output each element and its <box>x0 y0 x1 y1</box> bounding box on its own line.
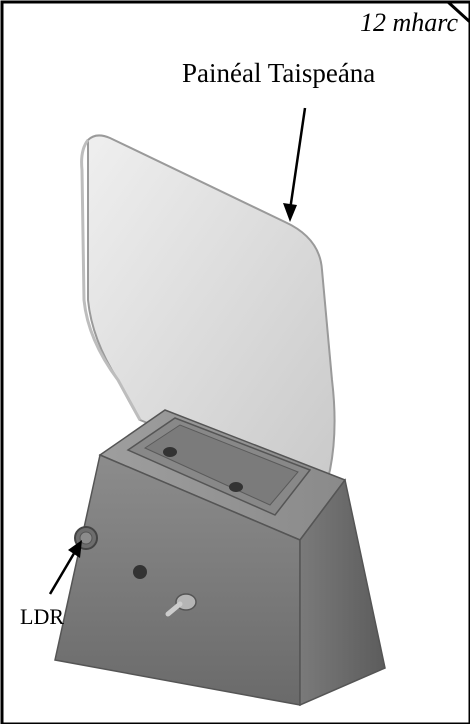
ldr-sensor-center <box>79 531 93 545</box>
toggle-switch-lever <box>165 601 183 617</box>
screw-right <box>229 482 243 492</box>
display-panel-label: Painéal Taispeána <box>182 58 376 88</box>
panel-holder-inner <box>143 424 299 506</box>
marks-label: 12 mharc <box>360 8 458 37</box>
ldr-label: LDR <box>20 604 64 629</box>
panel-arrow-line <box>288 107 307 211</box>
led-indicator <box>133 565 147 579</box>
ldr-arrow-head <box>68 540 82 558</box>
screw-left <box>163 447 177 457</box>
base-side <box>299 478 386 707</box>
ldr-arrow-line <box>48 549 78 595</box>
display-panel-edge <box>80 139 142 421</box>
panel-arrow-head <box>283 203 297 222</box>
border-corner-cut <box>446 0 470 24</box>
